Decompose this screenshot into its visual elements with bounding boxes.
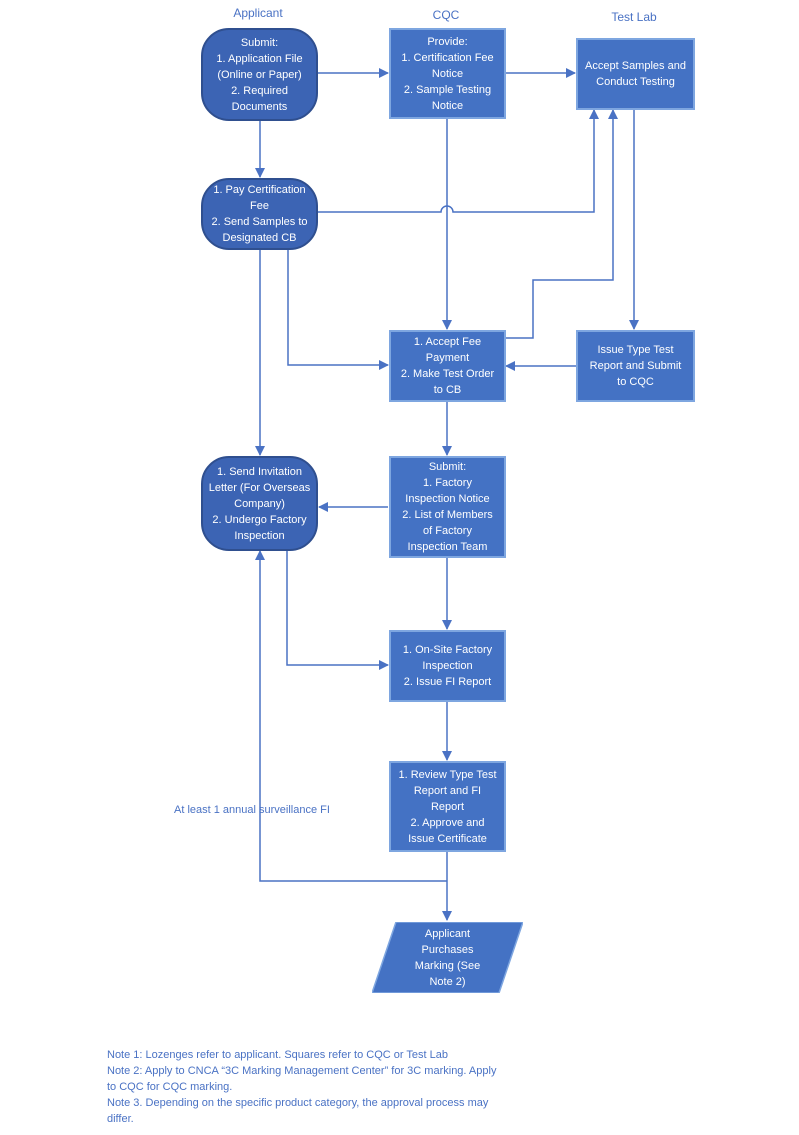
node-line: Marking (See (414, 959, 481, 972)
note-line: differ. (107, 1113, 134, 1125)
arrow-invitation-to-onsite (286, 550, 389, 670)
node-line: 1. On-Site Factory (402, 644, 493, 656)
node-line: Report and FI (413, 784, 482, 797)
arrow-acceptfee-to-testlab (506, 109, 618, 339)
node-line: 1. Accept Fee (413, 336, 482, 348)
node-purchase-marking: Applicant Purchases Marking (See Note 2) (372, 922, 523, 993)
node-line: of Factory (423, 525, 472, 537)
node-issue-type-test-report: Issue Type Test Report and Submit to CQC (576, 330, 695, 402)
node-line: 2. Sample Testing (403, 83, 492, 96)
node-submit-application: Submit: 1. Application File (Online or P… (201, 28, 318, 121)
node-line: Payment (425, 352, 470, 364)
node-line: Fee (250, 200, 269, 212)
node-line: Documents (231, 100, 288, 113)
note-line: Note 2: Apply to CNCA “3C Marking Manage… (107, 1065, 497, 1077)
arrow-pay-to-testlab (317, 109, 599, 213)
node-line: Inspection (422, 660, 473, 672)
node-line: 2. Send Samples to (211, 216, 308, 228)
node-line: Letter (For Overseas (208, 481, 311, 494)
lane-test-lab: Test Lab (611, 10, 657, 24)
node-line: Purchases (421, 943, 474, 956)
node-line: 1. Application File (216, 52, 303, 65)
node-review-approve: 1. Review Type Test Report and FI Report… (389, 761, 506, 852)
node-pay-fee: 1. Pay Certification Fee 2. Send Samples… (201, 178, 318, 250)
node-line: Applicant (424, 927, 471, 940)
node-line: Report (430, 800, 465, 813)
node-submit-factory-inspection: Submit: 1. Factory Inspection Notice 2. … (389, 456, 506, 558)
node-line: Note 2) (429, 975, 466, 988)
notes-block: Note 1: Lozenges refer to applicant. Squ… (107, 1047, 547, 1127)
lane-cqc: CQC (432, 8, 460, 22)
node-line: 2. List of Members (402, 509, 493, 521)
node-line: 1. Send Invitation (216, 465, 302, 478)
node-line: 1. Pay Certification (213, 184, 306, 196)
node-line: 2. Make Test Order (400, 368, 495, 380)
node-send-invitation: 1. Send Invitation Letter (For Overseas … (201, 456, 318, 551)
node-line: 2. Approve and (410, 816, 485, 829)
node-line: Inspection Team (407, 541, 488, 553)
note-line: Note 1: Lozenges refer to applicant. Squ… (107, 1049, 448, 1061)
node-line: Issue Type Test (597, 344, 674, 356)
node-accept-samples: Accept Samples and Conduct Testing (576, 38, 695, 110)
node-line: to CQC (617, 376, 654, 388)
node-line: 1. Certification Fee (401, 51, 494, 64)
node-line: Company) (234, 497, 285, 510)
node-accept-fee-payment: 1. Accept Fee Payment 2. Make Test Order… (389, 330, 506, 402)
note-line: to CQC for CQC marking. (107, 1081, 233, 1093)
arrow-surveillance-loop (255, 550, 447, 882)
node-line: 2. Undergo Factory (212, 513, 307, 526)
node-onsite-inspection: 1. On-Site Factory Inspection 2. Issue F… (389, 630, 506, 702)
node-line: Accept Samples and (585, 60, 686, 72)
node-line: Notice (431, 99, 464, 112)
arrow-pay-to-acceptfee (287, 249, 389, 370)
parallelogram-shape (372, 922, 523, 993)
node-line: to CB (433, 384, 462, 396)
note-line: Note 3. Depending on the specific produc… (107, 1097, 489, 1109)
node-line: Issue Certificate (408, 832, 487, 845)
node-line: Report and Submit (589, 360, 682, 372)
surveillance-label: At least 1 annual surveillance FI (174, 804, 330, 816)
node-line: 1. Review Type Test (398, 768, 497, 781)
node-line: Notice (431, 67, 464, 80)
node-line: Provide: (427, 35, 468, 48)
node-line: Designated CB (222, 232, 297, 244)
node-line: Submit: (240, 36, 279, 49)
node-line: Inspection (234, 529, 285, 542)
node-line: (Online or Paper) (217, 68, 302, 81)
node-line: Submit: (428, 461, 467, 473)
node-provide-notices: Provide: 1. Certification Fee Notice 2. … (389, 28, 506, 119)
lane-applicant: Applicant (233, 6, 283, 20)
node-line: 2. Issue FI Report (403, 676, 492, 688)
node-line: 2. Required (231, 84, 288, 97)
node-line: Inspection Notice (405, 493, 490, 505)
node-line: Conduct Testing (596, 76, 675, 88)
node-line: 1. Factory (423, 477, 472, 489)
